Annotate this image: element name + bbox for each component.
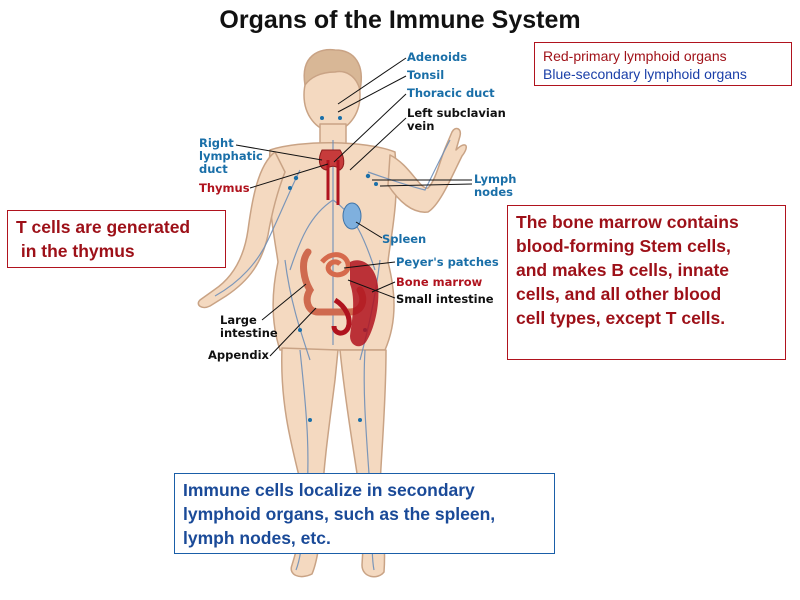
label-bone-marrow: Bone marrow: [396, 275, 483, 289]
bone-marrow-organ: [350, 260, 379, 347]
label-lymph-nodes-line2: nodes: [474, 185, 513, 199]
right-arm: [197, 151, 286, 309]
small-intestine-organ: [320, 252, 351, 278]
label-right-lymphatic-line1: Right: [199, 136, 234, 150]
label-left-subclavian-vein: Left subclavian vein: [407, 107, 506, 133]
callout-t-cells-line: T cells are generated: [16, 217, 191, 237]
left-arm: [387, 127, 467, 213]
label-small-intestine: Small intestine: [396, 292, 494, 306]
legend-secondary: Blue-secondary lymphoid organs: [543, 66, 747, 82]
callout-t-cells: T cells are generated in the thymus: [7, 210, 226, 268]
label-lymph-nodes-line1: Lymph: [474, 172, 517, 186]
callout-bone-marrow-line: and makes B cells, innate: [516, 260, 730, 280]
page-title: Organs of the Immune System: [219, 6, 581, 34]
legend-box: Red-primary lymphoid organs Blue-seconda…: [534, 42, 792, 86]
callout-immune-cells-line: Immune cells localize in secondary: [183, 480, 475, 500]
legend-primary: Red-primary lymphoid organs: [543, 48, 727, 64]
label-right-lymphatic-duct: Right lymphatic duct: [199, 137, 263, 176]
callout-immune-cells: Immune cells localize in secondary lymph…: [174, 473, 555, 554]
hair: [303, 48, 362, 91]
right-leg: [280, 347, 339, 578]
leader-lines: [235, 57, 473, 357]
label-right-lymphatic-line2: lymphatic: [199, 149, 263, 163]
callout-immune-cells-line: lymphoid organs, such as the spleen,: [183, 504, 496, 524]
label-thymus: Thymus: [199, 181, 250, 195]
label-left-subclavian-line2: vein: [407, 119, 435, 133]
label-left-subclavian-line1: Left subclavian: [407, 106, 506, 120]
pelvis-bone: [331, 297, 352, 336]
label-appendix: Appendix: [208, 348, 269, 362]
label-right-lymphatic-line3: duct: [199, 162, 228, 176]
label-peyers-patches: Peyer's patches: [396, 255, 499, 269]
label-thoracic-duct: Thoracic duct: [407, 86, 495, 100]
label-tonsil: Tonsil: [407, 68, 445, 82]
label-large-intestine: Large intestine: [220, 314, 278, 340]
label-spleen: Spleen: [382, 232, 427, 246]
major-vessels: [326, 160, 340, 205]
label-large-intestine-line1: Large: [220, 313, 257, 327]
callout-bone-marrow-line: cell types, except T cells.: [516, 308, 726, 328]
callout-bone-marrow-line: cells, and all other blood: [516, 284, 722, 304]
label-adenoids: Adenoids: [407, 50, 468, 64]
label-large-intestine-line2: intestine: [220, 326, 278, 340]
label-lymph-nodes: Lymph nodes: [474, 173, 516, 199]
callout-t-cells-line: in the thymus: [16, 241, 135, 261]
callout-bone-marrow-line: The bone marrow contains: [516, 212, 739, 232]
spleen-organ: [342, 202, 362, 230]
callout-immune-cells-line: lymph nodes, etc.: [183, 528, 331, 548]
callout-bone-marrow: The bone marrow contains blood-forming S…: [507, 205, 786, 360]
callout-bone-marrow-line: blood-forming Stem cells,: [516, 236, 731, 256]
